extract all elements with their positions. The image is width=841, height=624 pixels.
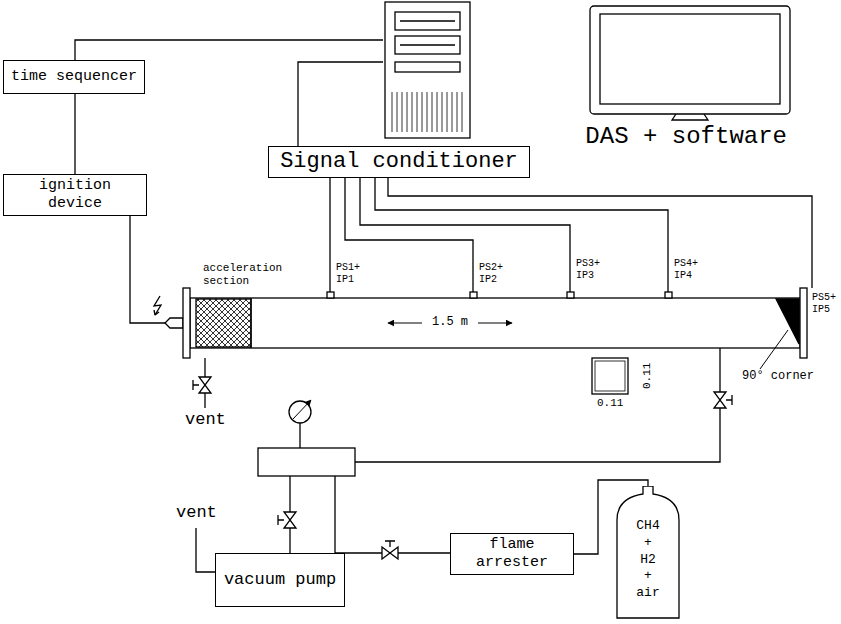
pipe [355, 348, 720, 462]
gauge-needle [293, 400, 311, 419]
cross-section [595, 361, 625, 391]
node-label: DAS + software [585, 123, 787, 152]
computer-station: DAS + software [383, 2, 803, 152]
dimension-label: 0.11 [641, 363, 654, 389]
ignition-wire [130, 210, 170, 323]
sensor-label: PS5+ IP5 [812, 292, 836, 315]
pressure-sensors [327, 292, 672, 298]
valve [284, 512, 296, 528]
mixing-vessel [258, 448, 355, 476]
monitor [590, 6, 790, 120]
device-box: vacuum pump [215, 553, 345, 607]
left-flange [183, 288, 190, 358]
valve [714, 392, 726, 408]
node-label: flame arrester [455, 536, 569, 572]
sensor-label: PS4+ IP4 [674, 258, 698, 281]
part-label: 90° corner [742, 370, 814, 384]
spark-symbol [154, 296, 161, 315]
part-label: vent [185, 410, 226, 430]
explosion-tube [190, 298, 800, 348]
sensor-label: PS1+ IP1 [336, 262, 360, 285]
node-label: Signal conditioner [280, 149, 518, 175]
node-label: CH4 + H2 + air [636, 518, 659, 602]
node-label: ignition device [8, 177, 142, 213]
device-box: flame arrester [450, 533, 574, 575]
sensor-label: PS3+ IP3 [576, 258, 600, 281]
pipe [299, 423, 300, 448]
device-box: Signal conditioner [268, 146, 530, 178]
valve-handle [278, 515, 284, 525]
vent-pipe [196, 528, 215, 572]
valve-handle [385, 541, 395, 547]
sensor-label: acceleration section [203, 262, 282, 287]
acceleration-section-hatch [196, 299, 251, 347]
valve-handle [193, 380, 199, 390]
computer-tower [385, 2, 470, 138]
acceleration-section-edge [250, 298, 251, 348]
signal-cable [74, 94, 75, 174]
right-flange [800, 288, 807, 358]
dimension-arrow [388, 323, 422, 324]
node-label: vacuum pump [224, 570, 336, 590]
cross-section [592, 358, 628, 394]
leader-line [760, 330, 788, 369]
sensor-label: PS2+ IP2 [479, 262, 503, 285]
node-label: time sequencer [11, 68, 137, 86]
dimension-label: 1.5 m [430, 316, 470, 330]
gas-cylinder: CH4 + H2 + air [615, 486, 681, 620]
signal-cable [298, 62, 383, 146]
device-box: time sequencer [3, 60, 145, 94]
device-box: ignition device [3, 174, 147, 216]
pressure-gauge [289, 401, 311, 423]
part-label: vent [176, 503, 217, 523]
pipe [335, 476, 450, 553]
igniter [165, 318, 183, 328]
valve-handle [726, 395, 732, 405]
valve [382, 547, 398, 559]
signal-wires [330, 174, 812, 292]
dimension-arrow [478, 323, 512, 324]
signal-cable [75, 40, 383, 60]
corner-insert [776, 299, 799, 344]
dimension-label: 0.11 [597, 397, 623, 410]
spark-symbol [154, 310, 159, 315]
valve [199, 377, 211, 393]
